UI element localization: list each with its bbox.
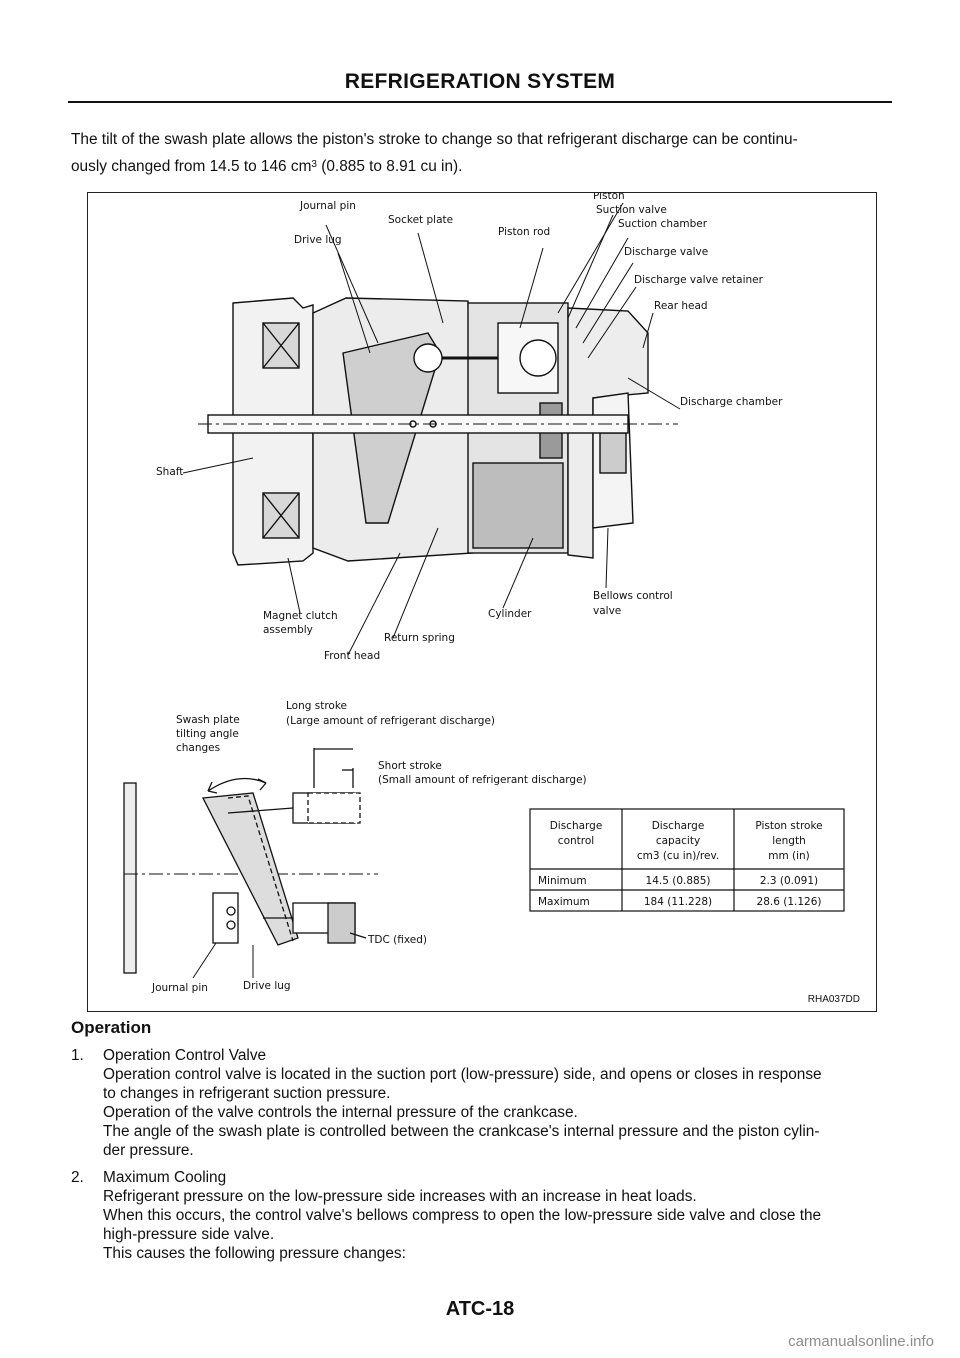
table-h3c: mm (in): [768, 850, 810, 862]
label-piston: Piston: [593, 193, 625, 202]
table-r1c1: Minimum: [538, 875, 587, 887]
compressor-cross-section: [198, 297, 678, 566]
operation-line: Operation control valve is located in th…: [103, 1066, 822, 1083]
table-r1c3: 2.3 (0.091): [760, 875, 818, 887]
label-long-stroke-1: Long stroke: [286, 700, 347, 712]
table-r2c3: 28.6 (1.126): [757, 896, 822, 908]
label-tdc: TDC (fixed): [367, 934, 427, 946]
table-r2c2: 184 (11.228): [644, 896, 712, 908]
label-short-stroke-1: Short stroke: [378, 760, 442, 772]
operations-list: 1. Operation Control Valve Operation con…: [71, 1046, 893, 1271]
operation-title: Operation Control Valve: [103, 1047, 267, 1064]
table-h2a: Discharge: [652, 820, 705, 832]
watermark: carmanualsonline.info: [788, 1333, 934, 1350]
operation-line: When this occurs, the control valve's be…: [103, 1207, 822, 1224]
operation-item-2: 2. Maximum Cooling Refrigerant pressure …: [71, 1168, 893, 1263]
label-journal-pin-2: Journal pin: [151, 982, 208, 994]
label-front-head: Front head: [324, 650, 380, 662]
operation-line: Refrigerant pressure on the low-pressure…: [103, 1188, 697, 1205]
lower-leader-lines: [192, 942, 254, 979]
intro-paragraph: The tilt of the swash plate allows the p…: [71, 126, 891, 182]
label-rear-head: Rear head: [654, 300, 708, 312]
page-header-title: REFRIGERATION SYSTEM: [344, 70, 616, 93]
header-rule: [68, 101, 892, 103]
operation-line: to changes in refrigerant suction pressu…: [103, 1085, 391, 1102]
table-h3b: length: [772, 835, 805, 847]
table-h1b: control: [558, 835, 594, 847]
intro-line-2-pre: ously changed from 14.5 to 146 cm: [71, 158, 312, 175]
label-drive-lug-2: Drive lug: [243, 980, 291, 992]
operation-line: The angle of the swash plate is controll…: [103, 1123, 820, 1140]
label-socket-plate: Socket plate: [388, 214, 453, 226]
section-title-operation: Operation: [71, 1018, 152, 1037]
label-bellows-1: Bellows control: [593, 590, 673, 602]
label-suction-valve: Suction valve: [596, 204, 667, 216]
label-bellows-2: valve: [593, 605, 621, 617]
label-magnet-clutch-2: assembly: [263, 624, 313, 636]
table-grid: [529, 808, 845, 912]
label-swash-2: tilting angle: [176, 728, 239, 740]
label-swash-3: changes: [176, 742, 220, 754]
figure-code: RHA037DD: [807, 994, 860, 1005]
label-short-stroke-2: (Small amount of refrigerant discharge): [378, 774, 587, 786]
table-h1a: Discharge: [550, 820, 603, 832]
table-h2c: cm3 (cu in)/rev.: [637, 850, 719, 862]
operation-number: 2.: [71, 1169, 84, 1186]
table-h3a: Piston stroke: [755, 820, 822, 832]
operation-line: This causes the following pressure chang…: [103, 1245, 406, 1262]
intro-line-2: ously changed from 14.5 to 146 cm3 (0.88…: [71, 153, 891, 182]
upper-leader-lines: [182, 202, 681, 656]
table-r2c1: Maximum: [538, 896, 590, 908]
operation-line: high-pressure side valve.: [103, 1226, 275, 1243]
swash-plate-schematic: [123, 748, 378, 974]
label-journal-pin: Journal pin: [299, 200, 356, 212]
label-discharge-valve: Discharge valve: [624, 246, 708, 258]
label-magnet-clutch-1: Magnet clutch: [263, 610, 338, 622]
table-r1c2: 14.5 (0.885): [646, 875, 711, 887]
table-h2b: capacity: [656, 835, 700, 847]
intro-line-1: The tilt of the swash plate allows the p…: [71, 131, 798, 148]
discharge-table: Discharge control Discharge capacity cm3…: [529, 808, 845, 912]
lower-labels: Long stroke (Large amount of refrigerant…: [151, 700, 587, 994]
label-piston-rod: Piston rod: [498, 226, 550, 238]
label-return-spring: Return spring: [384, 632, 455, 644]
page-number: ATC-18: [445, 1298, 515, 1320]
intro-superscript: 3: [311, 159, 317, 170]
label-drive-lug: Drive lug: [294, 234, 342, 246]
operation-number: 1.: [71, 1047, 84, 1064]
operation-line: der pressure.: [103, 1142, 194, 1159]
label-discharge-valve-retainer: Discharge valve retainer: [634, 274, 764, 286]
upper-labels: Journal pin Socket plate Drive lug: [156, 193, 783, 662]
label-cylinder: Cylinder: [488, 608, 532, 620]
intro-line-2-post: (0.885 to 8.91 cu in).: [316, 158, 463, 175]
operation-line: Operation of the valve controls the inte…: [103, 1104, 578, 1121]
label-swash-1: Swash plate: [176, 714, 240, 726]
label-long-stroke-2: (Large amount of refrigerant discharge): [286, 715, 495, 727]
compressor-diagram: Journal pin Socket plate Drive lug: [123, 193, 845, 994]
label-suction-chamber: Suction chamber: [618, 218, 708, 230]
operation-item-1: 1. Operation Control Valve Operation con…: [71, 1046, 893, 1160]
label-shaft: Shaft: [156, 466, 183, 478]
label-discharge-chamber: Discharge chamber: [680, 396, 783, 408]
compressor-figure: Journal pin Socket plate Drive lug: [87, 192, 877, 1012]
operation-title: Maximum Cooling: [103, 1169, 227, 1186]
